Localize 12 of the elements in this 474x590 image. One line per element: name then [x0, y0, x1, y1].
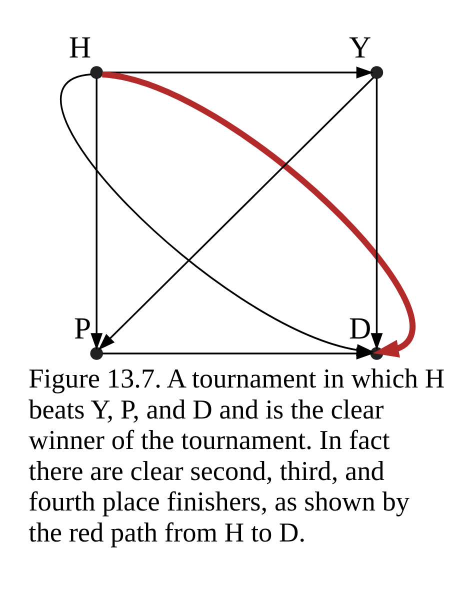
arrow [90, 78, 103, 350]
arrow [370, 78, 383, 350]
node-circle [370, 66, 384, 79]
node-label: Y [349, 30, 372, 64]
node-circle [90, 66, 103, 79]
arrow [102, 348, 374, 360]
node-label: D [349, 311, 372, 346]
node-label: P [74, 311, 92, 346]
caption: Figure 13.7. A tournament in which H beats Y, P, and D and is the clear winner of the tournament. In fact there are clear second, third, and fourth place finishers, as shown by the red path from H to D. [28, 364, 445, 548]
node-circle [370, 347, 384, 360]
node-circle [90, 347, 103, 360]
node-label: H [68, 30, 92, 64]
